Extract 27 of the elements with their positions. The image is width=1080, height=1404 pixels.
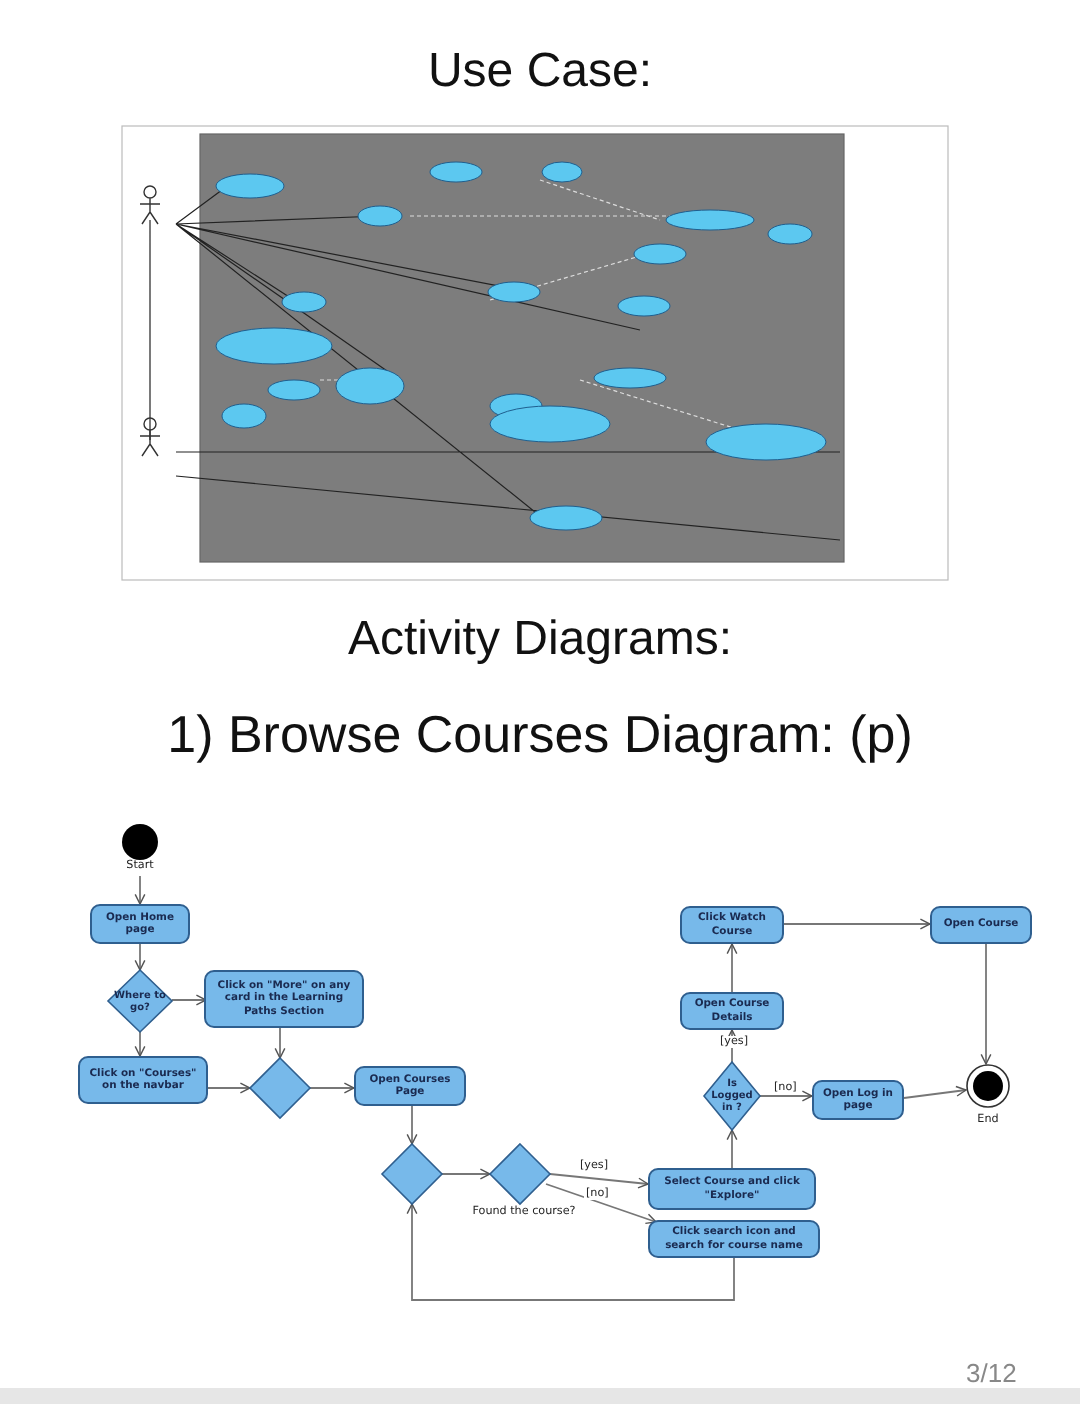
section-heading: Use Case: [425,44,655,100]
merge-diamond [490,1144,550,1204]
arrow [980,943,992,1065]
section-heading: Activity Diagrams: [345,612,735,668]
arrow [171,994,207,1006]
start-node [122,824,158,860]
arrow [309,1082,355,1094]
arrow [406,1203,735,1301]
subsection-heading: 1) Browse Courses Diagram: (p) [165,704,915,766]
merge-diamond [250,1058,310,1118]
page-number: 3/12 [966,1358,1017,1388]
arrow [759,1090,813,1102]
arrow [134,875,146,905]
arrow [549,1173,649,1189]
arrow [274,1027,286,1059]
arrow [207,1082,251,1094]
arrow [134,1031,146,1057]
arrow [783,918,931,930]
arrow [545,1183,657,1225]
arrow [134,943,146,971]
arrow [726,943,738,993]
arrow [406,1105,418,1145]
arrow [726,1129,738,1169]
merge-diamond [382,1144,442,1204]
end-node [966,1064,1010,1108]
arrow [903,1085,967,1099]
arrow [441,1168,491,1180]
